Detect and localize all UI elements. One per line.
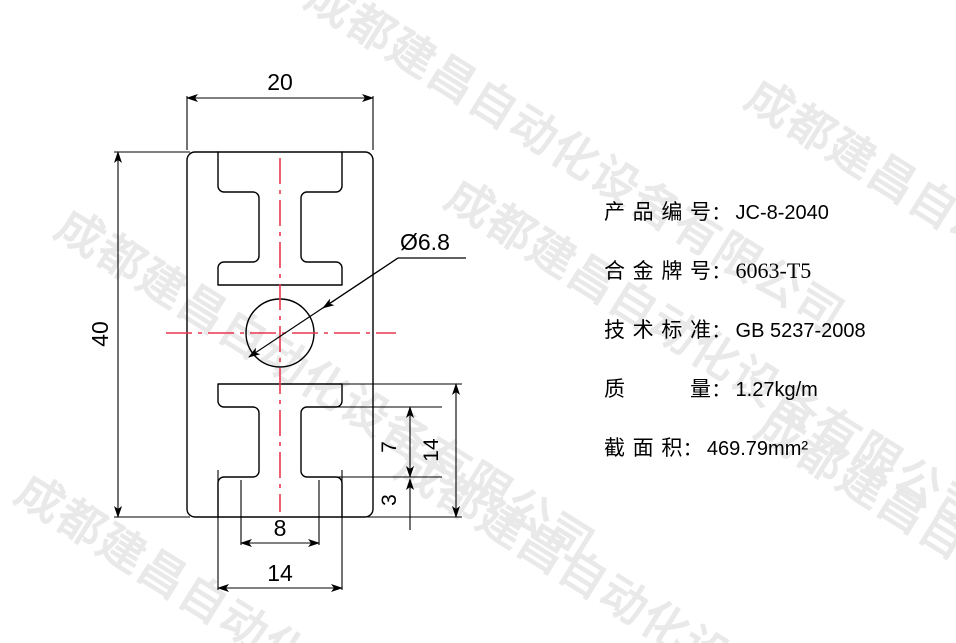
spec-row-technical-standard: 技 术 标 准 ： GB 5237-2008 <box>604 314 944 373</box>
spec-row-mass: 质 量 ： 1.27kg/m <box>604 373 944 432</box>
spec-colon: ： <box>711 320 731 342</box>
spec-colon: ： <box>682 438 702 460</box>
spec-row-alloy-grade: 合 金 牌 号 ： 6063-T5 <box>604 255 944 314</box>
spec-value-alloy-grade: 6063-T5 <box>735 258 812 283</box>
spec-label-product-code: 产 品 编 号 <box>604 200 712 224</box>
spec-colon: ： <box>711 202 731 224</box>
spec-row-cross-section-area: 截 面 积 ： 469.79mm² <box>604 432 944 491</box>
spec-value-mass: 1.27kg/m <box>735 379 818 401</box>
spec-value-technical-standard: GB 5237-2008 <box>735 320 866 342</box>
dim-label-slot-lip: 3 <box>378 494 401 506</box>
spec-label-mass: 质 量 <box>604 377 712 401</box>
spec-label-technical-standard: 技 术 标 准 <box>604 318 712 342</box>
dim-label-slot-opening: 8 <box>274 515 287 541</box>
leader-line-bore-2 <box>322 257 399 309</box>
dim-label-slot-inner: 7 <box>378 441 401 453</box>
spec-value-cross-section-area: 469.79mm² <box>706 438 809 460</box>
dim-label-top-width: 20 <box>267 69 293 95</box>
spec-row-product-code: 产 品 编 号 ： JC-8-2040 <box>604 196 944 255</box>
spec-value-product-code: JC-8-2040 <box>735 202 829 224</box>
dim-label-bottom-width: 14 <box>267 560 293 586</box>
spec-label-alloy-grade: 合 金 牌 号 <box>604 259 712 283</box>
spec-colon: ： <box>711 261 731 283</box>
profile-outline <box>186 151 374 518</box>
spec-label-cross-section-area: 截 面 积 <box>604 436 683 460</box>
specification-panel: 产 品 编 号 ： JC-8-2040 合 金 牌 号 ： 6063-T5 技 … <box>604 196 944 491</box>
dim-label-bore-diameter: Ø6.8 <box>400 229 450 255</box>
dim-label-slot-depth-total: 14 <box>420 438 443 462</box>
spec-colon: ： <box>711 379 731 401</box>
dim-label-left-height: 40 <box>87 321 113 347</box>
